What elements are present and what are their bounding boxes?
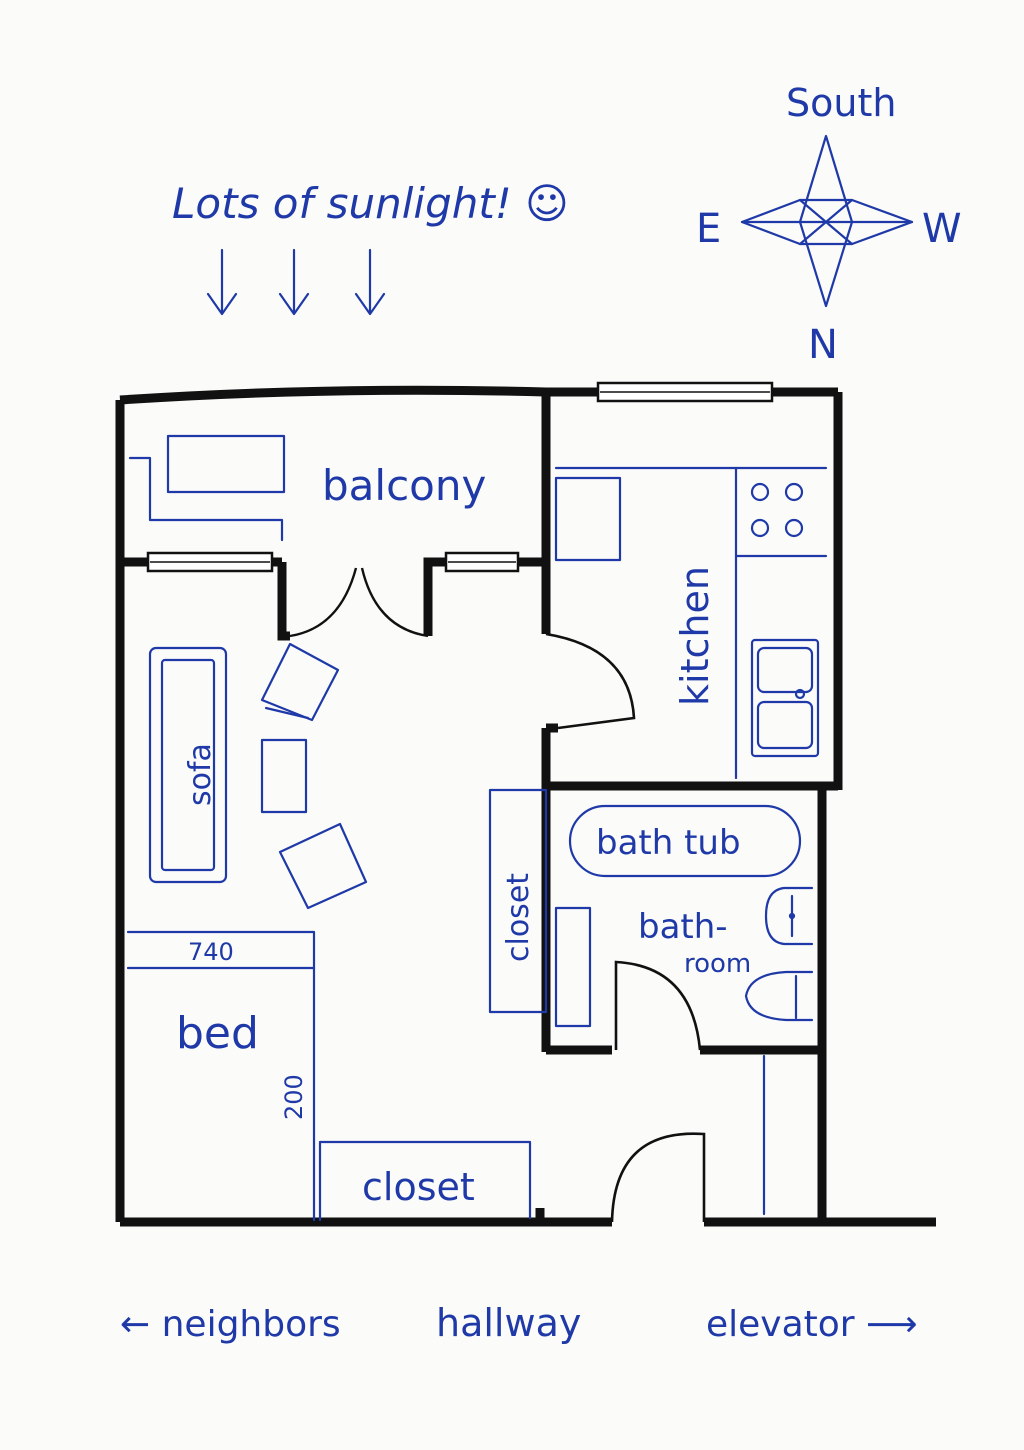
closet-bottom-label: closet — [362, 1165, 475, 1209]
doors — [289, 567, 706, 1223]
kitchen-fixtures — [554, 466, 828, 780]
bath-tub-label: bath tub — [596, 823, 741, 863]
walls — [115, 385, 936, 1227]
balcony-furniture — [128, 434, 286, 542]
coffee-table — [260, 738, 308, 814]
bed-label: bed — [176, 1008, 259, 1059]
sofa-label: sofa — [183, 743, 218, 806]
compass-south-label: South — [786, 81, 896, 125]
bed-shape — [126, 930, 316, 1222]
bed-width-label: 740 — [188, 938, 234, 966]
bed-length-label: 200 — [280, 1074, 308, 1120]
sofa-shape — [148, 646, 228, 884]
compass-west-label: W — [922, 206, 962, 252]
bathroom-label-line2: room — [684, 949, 751, 979]
hallway-label: hallway — [436, 1301, 581, 1345]
neighbors-label: ← neighbors — [120, 1304, 341, 1345]
sink-icon — [750, 638, 820, 758]
compass-east-label: E — [696, 206, 721, 252]
sunlight-arrows — [206, 248, 386, 316]
windows — [146, 381, 774, 573]
living-furniture — [148, 642, 548, 1014]
compass-rose-icon — [740, 134, 914, 308]
toilet-icon — [744, 970, 814, 1022]
balcony-label: balcony — [322, 461, 486, 510]
elevator-label: elevator ⟶ — [706, 1304, 918, 1345]
kitchen-label: kitchen — [673, 566, 717, 706]
bathroom-label-line1: bath- — [638, 907, 728, 947]
bath-tub-shape — [568, 804, 802, 878]
compass-north-label: N — [808, 322, 838, 368]
closet-vertical-label: closet — [501, 873, 536, 962]
closet-vertical-shape — [488, 788, 548, 1014]
bottom-closet — [318, 1054, 766, 1222]
sunlight-note: Lots of sunlight! ☺ — [172, 179, 569, 228]
bathroom-fixtures — [554, 804, 814, 1028]
